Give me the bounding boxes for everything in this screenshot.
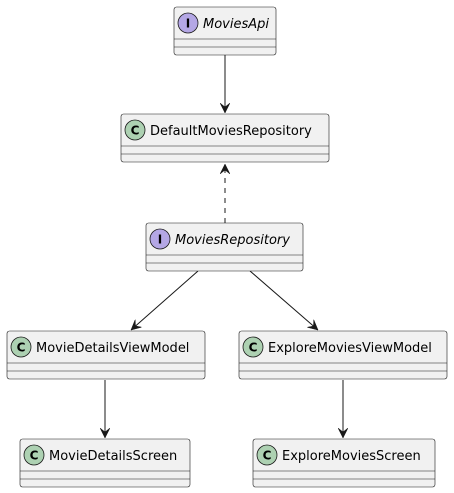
node-label: ExploreMoviesScreen (282, 449, 421, 464)
node-movies-repository: I MoviesRepository (145, 222, 304, 272)
node-explore-movies-view-model: C ExploreMoviesViewModel (238, 330, 448, 380)
node-label: MoviesRepository (175, 233, 290, 248)
class-badge-icon (242, 336, 264, 358)
node-label: MovieDetailsViewModel (36, 341, 189, 356)
node-label: MovieDetailsScreen (49, 449, 177, 464)
node-label: DefaultMoviesRepository (150, 124, 312, 139)
svg-text:I: I (186, 17, 190, 31)
node-explore-movies-screen: C ExploreMoviesScreen (252, 438, 436, 488)
node-default-movies-repository: C DefaultMoviesRepository (120, 113, 330, 163)
svg-text:I: I (158, 233, 162, 247)
svg-text:C: C (30, 449, 39, 463)
node-movie-details-screen: C MovieDetailsScreen (19, 438, 191, 488)
svg-text:C: C (249, 341, 258, 355)
class-badge-icon (124, 119, 146, 141)
svg-text:C: C (17, 341, 26, 355)
class-badge-icon (10, 336, 32, 358)
edge-moviesrepository-to-moviedetailsviewmodel (131, 270, 199, 331)
node-label: ExploreMoviesViewModel (268, 341, 432, 356)
node-label: MoviesApi (203, 17, 269, 32)
interface-badge-icon (177, 12, 199, 34)
class-badge-icon (256, 444, 278, 466)
svg-text:C: C (263, 449, 272, 463)
interface-badge-icon (149, 228, 171, 250)
edge-moviesrepository-to-exploremoviesviewmodel (249, 270, 318, 331)
class-badge-icon (23, 444, 45, 466)
svg-text:C: C (131, 124, 140, 138)
node-movie-details-view-model: C MovieDetailsViewModel (6, 330, 206, 380)
node-movies-api: I MoviesApi (173, 6, 277, 56)
